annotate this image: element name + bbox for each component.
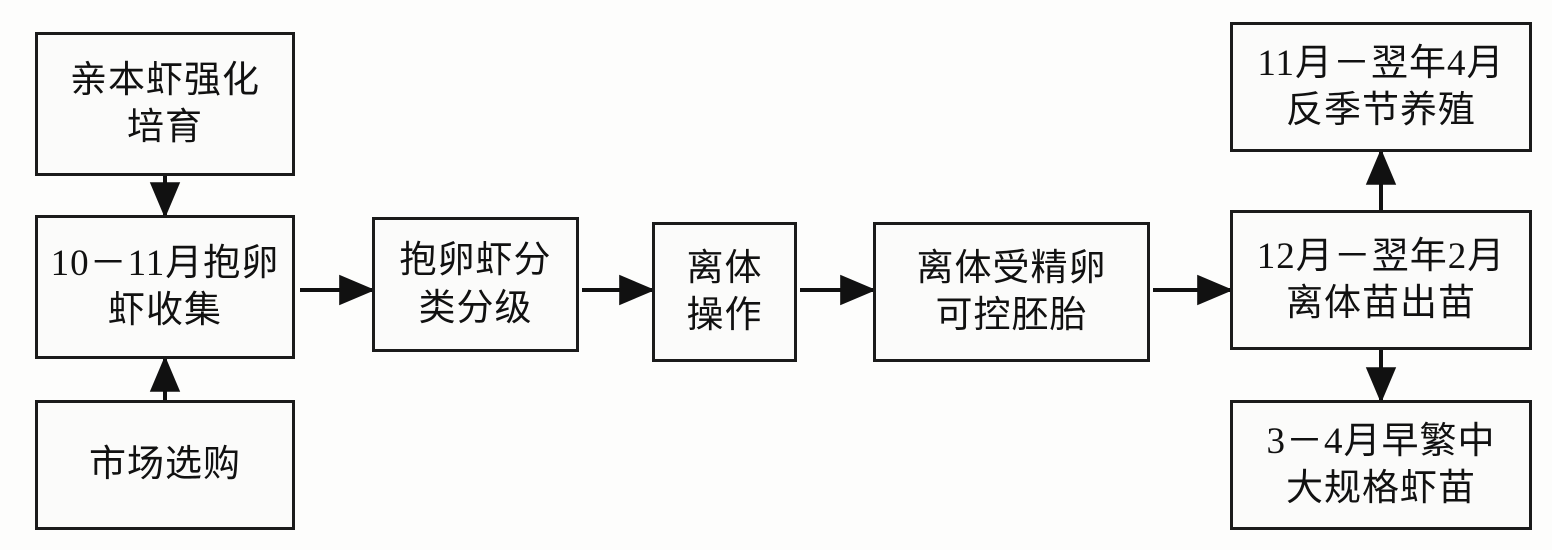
node-market-purchase: 市场选购	[35, 400, 295, 530]
node-in-vitro-seedling-output: 12月－翌年2月 离体苗出苗	[1230, 210, 1532, 350]
node-in-vitro-operation: 离体 操作	[652, 222, 797, 362]
node-label: 3－4月早繁中 大规格虾苗	[1266, 420, 1496, 509]
node-early-large-fry: 3－4月早繁中 大规格虾苗	[1230, 400, 1532, 530]
node-berried-shrimp-collection: 10－11月抱卵 虾收集	[35, 215, 295, 359]
node-in-vitro-embryo: 离体受精卵 可控胚胎	[873, 222, 1150, 362]
node-label: 市场选购	[89, 444, 241, 486]
node-label: 10－11月抱卵 虾收集	[50, 242, 280, 331]
node-off-season-culture: 11月－翌年4月 反季节养殖	[1230, 22, 1532, 152]
node-label: 离体受精卵 可控胚胎	[916, 247, 1107, 336]
node-parent-shrimp-rearing: 亲本虾强化 培育	[35, 32, 295, 176]
node-label: 离体 操作	[686, 247, 763, 336]
node-label: 亲本虾强化 培育	[70, 59, 260, 148]
node-label: 12月－翌年2月 离体苗出苗	[1256, 235, 1506, 324]
node-label: 抱卵虾分 类分级	[399, 240, 552, 329]
node-label: 11月－翌年4月 反季节养殖	[1257, 42, 1505, 131]
node-berried-shrimp-grading: 抱卵虾分 类分级	[372, 217, 579, 352]
